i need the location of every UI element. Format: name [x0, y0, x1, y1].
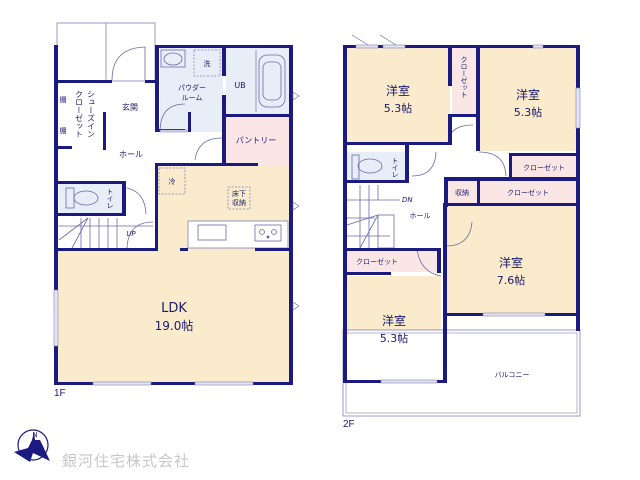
closet-label-c: クローゼット [507, 188, 549, 197]
room-label-toilet-1f: トイレ [106, 188, 114, 209]
washer-label: 洗 [204, 59, 211, 68]
room-2f-se [446, 205, 577, 314]
room-size-2f-sw: 5.3帖 [380, 332, 409, 345]
room-label-toilet-2f: トイレ [391, 157, 399, 178]
room-label-shoes-closet: シューズイン [87, 90, 96, 138]
room-label-hall-2f: ホール [410, 212, 431, 220]
company-name: 銀河住宅株式会社 [62, 452, 190, 470]
walls-1f [54, 45, 293, 385]
room-label-powder-2: ルーム [182, 94, 203, 102]
closet-2f-d [346, 250, 440, 272]
stairs-up-label: UP [126, 230, 136, 238]
storage-2f [448, 180, 478, 203]
room-label-shoes-closet-2: クローゼット [75, 90, 84, 138]
closet-2f-b [512, 156, 576, 178]
room-2f-ne [479, 48, 577, 151]
stairs-down-label: DN [402, 196, 413, 204]
fridge-label: 冷 [169, 177, 176, 186]
floor-1f: LDK 19.0帖 玄関 ホール シューズイン クローゼット 棚 棚 パウダー … [53, 22, 300, 399]
room-label-ldk: LDK [161, 301, 187, 316]
room-label-balcony: バルコニー [495, 371, 530, 379]
room-label-hall-1f: ホール [119, 150, 143, 159]
closet-label-a: クローゼット [460, 56, 468, 98]
floor-2f: 洋室 5.3帖 洋室 5.3帖 洋室 7.6帖 洋室 5.3帖 クローゼット ク… [342, 34, 581, 430]
room-label-genkan: 玄関 [122, 102, 138, 112]
room-label-2f-se: 洋室 [499, 255, 523, 270]
room-size-2f-se: 7.6帖 [497, 274, 526, 287]
room-label-2f-ne: 洋室 [516, 87, 540, 102]
room-2f-nw [346, 48, 450, 145]
underfloor-label-2: 収納 [232, 198, 246, 207]
closet-label-d: クローゼット [356, 257, 398, 266]
closet-label-b: クローゼット [523, 163, 565, 172]
powder-room [160, 48, 223, 132]
unit-bath [226, 48, 290, 114]
compass-icon: N [14, 429, 50, 462]
room-size-2f-nw: 5.3帖 [384, 102, 413, 115]
room-label-2f-sw: 洋室 [382, 313, 406, 328]
floor-label-1f: 1F [54, 388, 66, 399]
room-label-powder: パウダー [178, 83, 206, 92]
room-label-2f-nw: 洋室 [386, 83, 410, 98]
ldk [57, 249, 290, 382]
room-label-ub: UB [234, 81, 245, 90]
pantry [226, 116, 290, 165]
room-label-pantry: パントリー [236, 136, 276, 145]
toilet-2f [347, 152, 407, 182]
closet-2f-a [452, 48, 476, 116]
shelf-label-2: 棚 [60, 126, 67, 135]
room-size-2f-ne: 5.3帖 [514, 106, 543, 119]
underfloor-label: 床下 [232, 189, 246, 198]
storage-label-2f: 収納 [455, 188, 469, 197]
compass-n-label: N [32, 431, 37, 439]
shelf-label-1: 棚 [60, 95, 67, 104]
room-size-ldk: 19.0帖 [155, 318, 194, 333]
floor-label-2f: 2F [343, 419, 355, 430]
closet-2f-c [480, 180, 576, 203]
